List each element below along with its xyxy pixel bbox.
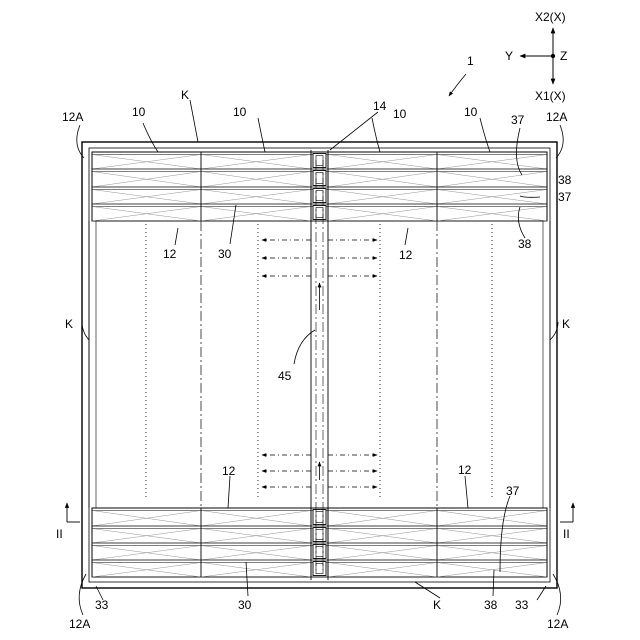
label-panel-2: 12: [399, 248, 413, 262]
slat-cross: [328, 190, 437, 205]
slat-cross: [437, 172, 547, 188]
label-rib-top: 37: [511, 113, 525, 127]
label-rib-bottom: 37: [506, 484, 520, 498]
label-corner-tr: 12A: [546, 110, 567, 124]
slat-cross: [92, 529, 201, 544]
slat-cross: [328, 207, 437, 222]
slat-cross: [201, 155, 311, 170]
slat-cross: [92, 546, 201, 561]
slat-cross: [92, 563, 201, 578]
label-strip-top-2: 38: [518, 237, 532, 251]
slat-cross: [437, 546, 547, 561]
label-panel-1: 12: [163, 247, 177, 261]
label-strip-bottom: 38: [484, 598, 498, 612]
axis-x2-label: X2(X): [535, 10, 566, 24]
label-frame-right: K: [562, 317, 570, 331]
axis-x1-label: X1(X): [535, 89, 566, 103]
motion-arrows: [262, 240, 377, 487]
label-band-top: 30: [218, 247, 232, 261]
slat-cross: [328, 155, 437, 170]
slat-cross: [201, 207, 311, 222]
label-section-left: II: [56, 527, 63, 541]
slat-cross: [437, 190, 547, 205]
slat-cross: [328, 511, 437, 527]
label-device-1: 1: [467, 54, 474, 68]
inner-guide-lines: [146, 221, 492, 508]
slat-cross: [328, 563, 437, 578]
label-slat-4: 10: [464, 105, 478, 119]
label-foot-right: 33: [515, 598, 529, 612]
label-corner-tl: 12A: [62, 110, 83, 124]
slat-cross: [92, 511, 201, 527]
label-foot-left: 33: [95, 598, 109, 612]
slat-cross: [328, 529, 437, 544]
slat-cross: [328, 172, 437, 188]
axis-z-label: Z: [560, 49, 567, 63]
slat-cross: [437, 529, 547, 544]
slat-cross: [201, 563, 311, 578]
slat-cross: [92, 207, 201, 222]
bottom-slat-band: [92, 508, 547, 577]
label-strip-top-1: 38: [558, 173, 572, 187]
slat-cross: [201, 529, 311, 544]
label-corner-bl: 12A: [69, 617, 90, 631]
label-corner-br: 12A: [547, 617, 568, 631]
top-slat-band: [92, 152, 547, 221]
slat-cross: [437, 155, 547, 170]
label-rib-top-2: 37: [558, 190, 572, 204]
label-section-right: II: [563, 527, 570, 541]
axis-y-label: Y: [505, 49, 513, 63]
slat-cross: [437, 207, 547, 222]
label-slat-2: 10: [233, 105, 247, 119]
slat-cross: [201, 546, 311, 561]
slat-cross: [92, 190, 201, 205]
slat-cross: [437, 511, 547, 527]
label-arrow: 45: [278, 369, 292, 383]
label-band-bottom: 30: [238, 598, 252, 612]
axis-indicator: X2(X) X1(X) Y Z: [505, 10, 567, 103]
label-frame-top: K: [181, 88, 189, 102]
label-slat-3: 10: [393, 107, 407, 121]
slat-cross: [92, 155, 201, 170]
label-slat-1: 10: [132, 105, 146, 119]
slat-cross: [92, 172, 201, 188]
slat-cross: [201, 190, 311, 205]
label-frame-left: K: [65, 317, 73, 331]
label-frame-bottom: K: [433, 598, 441, 612]
slat-cross: [437, 563, 547, 578]
slat-cross: [201, 172, 311, 188]
label-panel-3: 12: [222, 464, 236, 478]
slat-cross: [201, 511, 311, 527]
label-hinge: 14: [373, 99, 387, 113]
slat-cross: [328, 546, 437, 561]
label-panel-4: 12: [458, 463, 472, 477]
